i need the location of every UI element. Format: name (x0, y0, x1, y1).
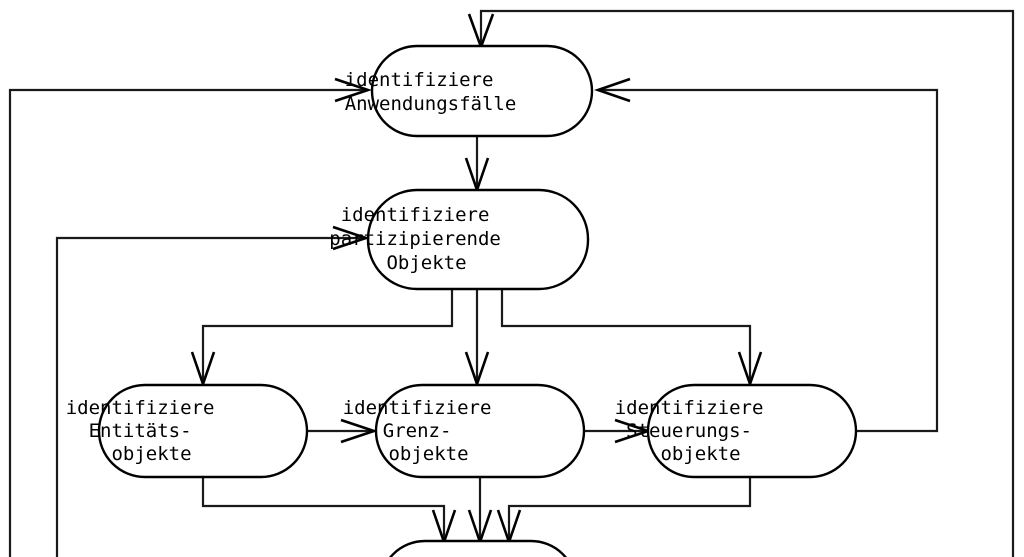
node-anwendungsfaelle-label: identifiziere Anwendungsfälle (345, 69, 620, 115)
node-anwendungsfaelle[interactable]: identifiziere Anwendungsfälle (345, 44, 620, 138)
edge-feedback-steuerungs-to-top (600, 88, 939, 433)
edge-entitaets-to-bottom (201, 477, 446, 540)
node-partizipierende-objekte-label: identifiziere partizipierende Objekte (329, 204, 626, 274)
node-grenzobjekte-label: identifiziere Grenz- objekte (343, 397, 618, 465)
edge-layer (8, 9, 1015, 557)
node-entitaetsobjekte-shape (97, 383, 309, 479)
arrowhead-right-node2 (332, 225, 371, 251)
edge-feedback-left-inner (55, 236, 364, 557)
node-grenzobjekte[interactable]: identifiziere Grenz- objekte (343, 383, 618, 479)
edge-steuerungs-to-bottom (507, 477, 752, 540)
node-bottom-cropped-shape (389, 539, 567, 557)
node-steuerungsobjekte-label: identifiziere Steuerungs- objekte (615, 397, 890, 465)
node-partizipierende-objekte[interactable]: identifiziere partizipierende Objekte (329, 188, 626, 291)
arrowhead-right-top-node (334, 77, 373, 103)
node-entitaetsobjekte-label: identifiziere Entitäts- objekte (66, 397, 341, 465)
arrowhead-left-top-node (594, 77, 631, 103)
node-partizipierende-objekte-shape (366, 188, 590, 291)
node-entitaetsobjekte[interactable]: identifiziere Entitäts- objekte (66, 383, 341, 479)
node-steuerungsobjekte-shape (646, 383, 858, 479)
node-steuerungsobjekte[interactable]: identifiziere Steuerungs- objekte (615, 383, 890, 479)
node-grenzobjekte-shape (374, 383, 586, 479)
arrowhead-right-grenz (340, 418, 379, 444)
edge-partizipierende-to-steuerungs (500, 289, 752, 382)
node-layer: identifiziere Anwendungsfälle identifizi… (66, 44, 890, 557)
edge-partizipierende-to-entitaets (201, 289, 454, 382)
edge-feedback-top-right (479, 9, 1015, 557)
edge-feedback-left-outer (8, 88, 366, 557)
node-bottom-cropped[interactable] (380, 539, 576, 557)
node-anwendungsfaelle-shape (370, 44, 594, 138)
